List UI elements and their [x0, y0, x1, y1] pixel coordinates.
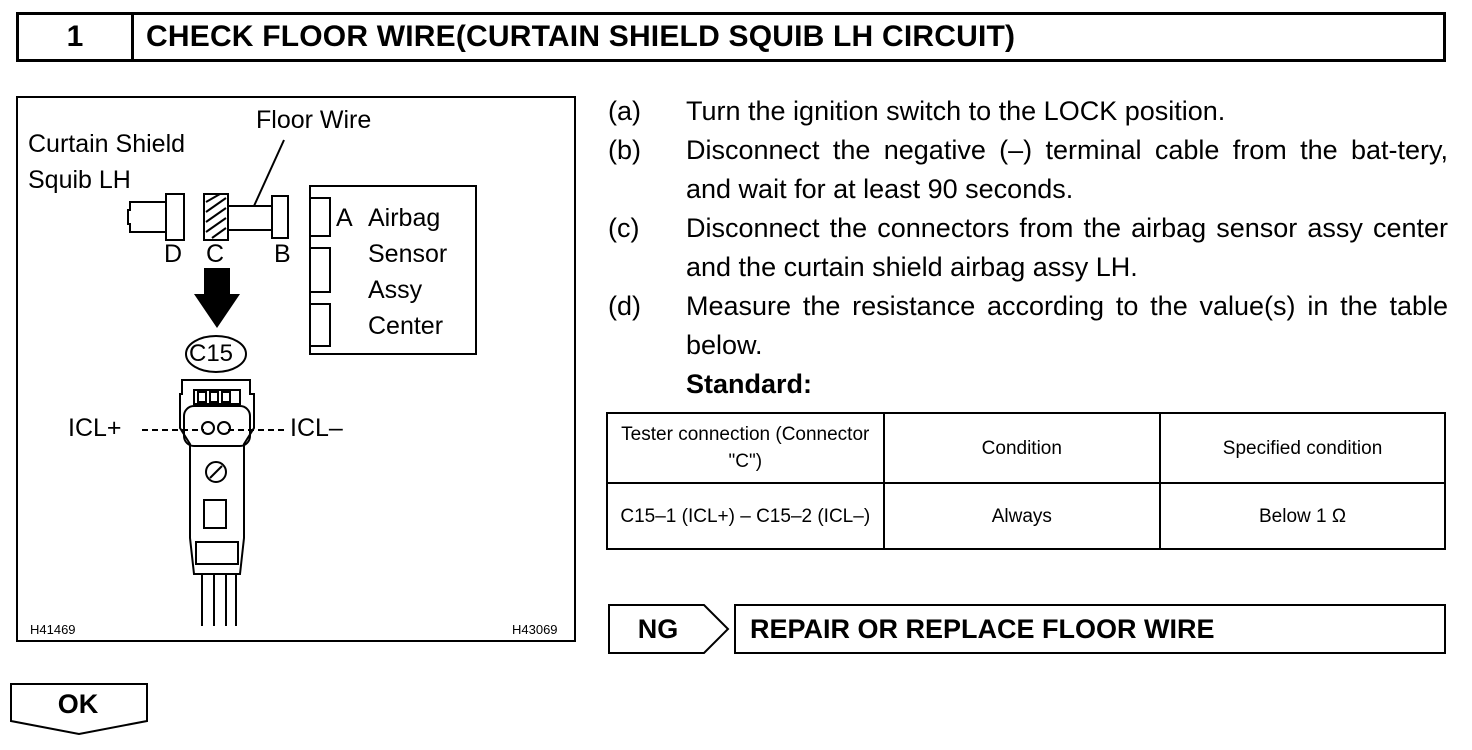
- step-text: Turn the ignition switch to the LOCK pos…: [686, 96, 1226, 126]
- specification-table: Tester connection (Connector "C") Condit…: [606, 412, 1446, 550]
- step-header: 1 CHECK FLOOR WIRE(CURTAIN SHIELD SQUIB …: [16, 12, 1446, 62]
- table-cell: Always: [882, 482, 1162, 550]
- ng-arrow-icon: [608, 604, 730, 654]
- airbag-label-line2: Sensor: [368, 240, 448, 268]
- connector-id-label: C15: [189, 340, 234, 367]
- procedure-steps: (a) Turn the ignition switch to the LOCK…: [608, 92, 1448, 404]
- connector-diagram: [127, 139, 477, 626]
- table-header-row: Tester connection (Connector "C") Condit…: [606, 412, 1446, 484]
- step-item: (c) Disconnect the connectors from the a…: [608, 209, 1448, 287]
- figure-code-right: H43069: [512, 622, 558, 637]
- connector-c-label: C: [206, 240, 225, 268]
- step-label: (d): [608, 291, 641, 321]
- squib-label-line2: Squib LH: [28, 166, 131, 194]
- airbag-label-line4: Center: [368, 312, 444, 340]
- step-item: (a) Turn the ignition switch to the LOCK…: [608, 92, 1448, 131]
- table-header-cell: Specified condition: [1159, 412, 1446, 484]
- ok-label: OK: [57, 688, 99, 719]
- airbag-label-line3: Assy: [368, 276, 423, 304]
- step-text: Disconnect the connectors from the airba…: [686, 213, 1448, 282]
- step-number: 1: [19, 15, 134, 59]
- standard-label: Standard:: [686, 369, 813, 399]
- table-header-cell: Tester connection (Connector "C"): [606, 412, 885, 484]
- icl-plus-label: ICL+: [68, 414, 122, 442]
- table-row: C15–1 (ICL+) – C15–2 (ICL–) Always Below…: [606, 482, 1446, 550]
- connector-d-label: D: [164, 240, 183, 268]
- step-label: (c): [608, 213, 640, 243]
- step-text: Disconnect the negative (–) terminal cab…: [686, 135, 1448, 204]
- step-label: (a): [608, 96, 641, 126]
- step-title: CHECK FLOOR WIRE(CURTAIN SHIELD SQUIB LH…: [146, 20, 1016, 53]
- ok-arrow-icon: [10, 683, 148, 735]
- step-item: (b) Disconnect the negative (–) terminal…: [608, 131, 1448, 209]
- table-cell: Below 1 Ω: [1159, 482, 1446, 550]
- step-label: (b): [608, 135, 641, 165]
- table-cell: C15–1 (ICL+) – C15–2 (ICL–): [606, 482, 885, 550]
- connector-a-label: A: [336, 204, 353, 232]
- step-text: Measure the resistance according to the …: [686, 291, 1448, 360]
- floor-wire-label: Floor Wire: [256, 106, 372, 134]
- table-header-cell: Condition: [882, 412, 1162, 484]
- airbag-label-line1: Airbag: [368, 204, 441, 232]
- ng-result-box: REPAIR OR REPLACE FLOOR WIRE: [734, 604, 1446, 654]
- squib-label-line1: Curtain Shield: [28, 130, 186, 158]
- connector-b-label: B: [274, 240, 291, 268]
- ng-label: NG: [637, 613, 679, 644]
- step-item: (d) Measure the resistance according to …: [608, 287, 1448, 365]
- icl-minus-label: ICL–: [290, 414, 343, 442]
- figure-code-left: H41469: [30, 622, 76, 637]
- wiring-illustration: Floor Wire Curtain Shield Squib LH D C B…: [16, 96, 576, 642]
